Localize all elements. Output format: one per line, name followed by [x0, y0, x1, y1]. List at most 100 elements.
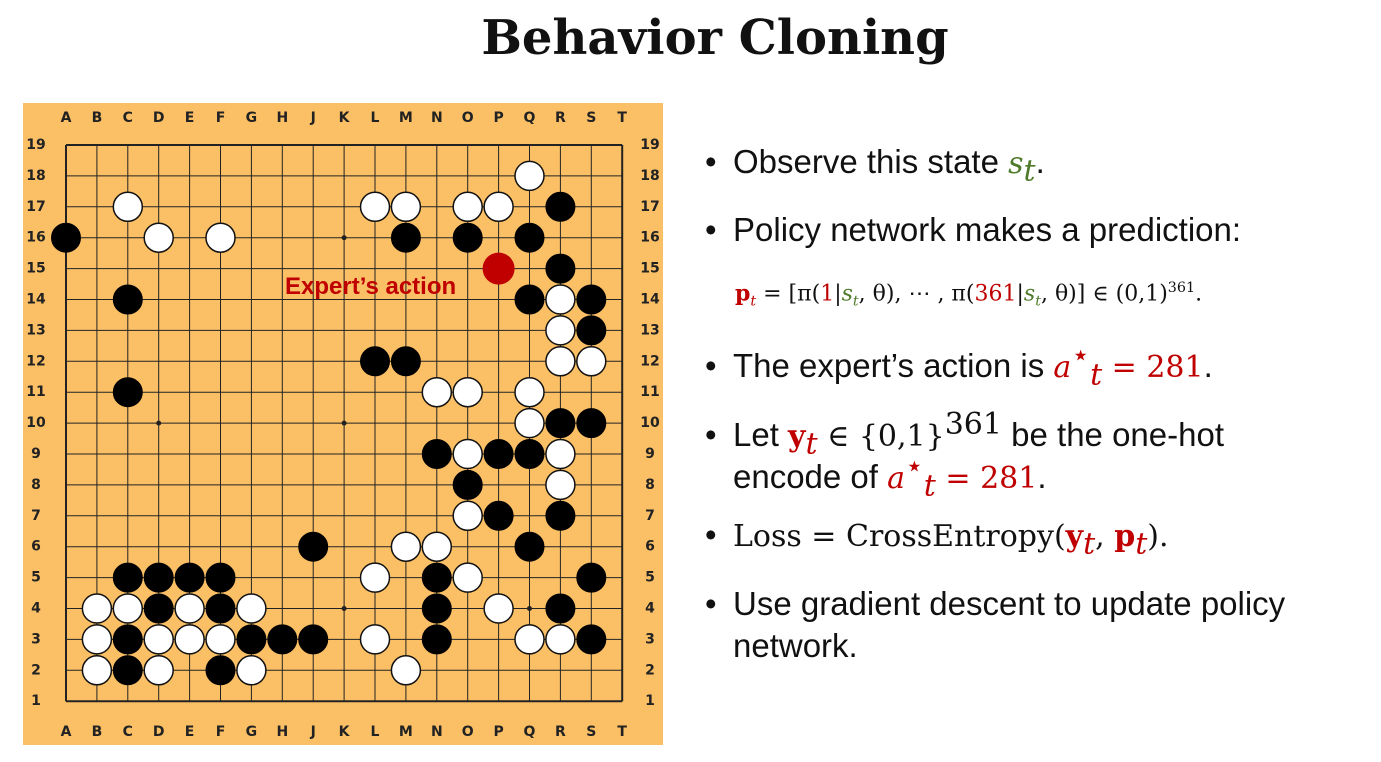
black-stone: [514, 439, 545, 469]
black-stone: [545, 191, 576, 222]
formula-bar2: |: [1016, 281, 1024, 307]
white-stone: [452, 376, 483, 408]
black-stone: [267, 624, 298, 655]
bullet-gradient-line1: •Use gradient descent to update policy: [705, 585, 1286, 622]
state-subscript: t: [1023, 153, 1036, 189]
column-label-bottom: A: [61, 724, 72, 740]
black-stone: [51, 222, 81, 253]
white-stone: [545, 315, 576, 346]
column-label-bottom: F: [216, 724, 226, 740]
star-point: [156, 420, 162, 426]
row-label-right: 2: [645, 662, 655, 678]
bullet-text: The expert’s action is: [733, 347, 1054, 384]
black-stone: [514, 531, 545, 562]
black-stone: [360, 346, 390, 377]
white-stone: [452, 500, 483, 532]
bullet-text: Use gradient descent to update policy: [733, 585, 1286, 622]
action-subscript: t: [1090, 357, 1103, 393]
white-stone: [545, 624, 576, 655]
column-label-top: K: [339, 110, 351, 126]
black-stone: [421, 439, 452, 469]
white-stone: [236, 655, 267, 686]
bullet-text: Policy network makes a prediction:: [733, 211, 1242, 248]
black-stone: [421, 593, 452, 624]
column-label-bottom: O: [462, 724, 474, 740]
black-stone: [514, 284, 545, 315]
black-stone: [452, 469, 483, 500]
column-label-bottom: T: [617, 724, 627, 740]
black-stone: [545, 408, 576, 439]
row-label-right: 6: [645, 539, 655, 555]
formula-exponent: 361: [1167, 280, 1196, 296]
row-label-right: 7: [645, 508, 655, 524]
row-label-left: 19: [26, 137, 45, 153]
black-stone: [576, 562, 607, 593]
column-label-top: T: [617, 110, 627, 126]
column-label-bottom: N: [431, 724, 443, 740]
bullet-expert-action: •The expert’s action is a⋆t = 281.: [705, 338, 1213, 393]
row-label-right: 1: [645, 693, 655, 709]
column-label-top: B: [92, 110, 103, 126]
action-subscript-2: t: [923, 468, 936, 504]
bullet-gradient-line2: network.: [733, 627, 858, 664]
white-stone: [452, 191, 483, 223]
black-stone: [421, 624, 452, 655]
column-label-top: H: [276, 110, 288, 126]
row-label-right: 15: [640, 261, 659, 277]
white-stone: [421, 531, 453, 562]
row-label-left: 8: [31, 477, 41, 493]
black-stone: [576, 284, 607, 315]
loss-y: y: [1065, 519, 1084, 554]
row-label-right: 14: [640, 292, 660, 308]
bullet-loss: •Loss = CrossEntropy(yt, pt).: [705, 516, 1169, 562]
column-label-bottom: K: [339, 724, 351, 740]
row-label-right: 8: [645, 477, 655, 493]
column-label-bottom: M: [399, 724, 413, 740]
white-stone: [81, 593, 113, 624]
white-stone: [81, 655, 113, 686]
white-stone: [545, 284, 576, 315]
white-stone: [483, 191, 514, 223]
formula-p-subscript: t: [750, 293, 757, 310]
bullet-text: .: [1037, 458, 1047, 495]
black-stone: [298, 624, 329, 655]
black-stone: [112, 624, 143, 655]
bullet-text: be the one-hot: [1001, 416, 1224, 453]
column-label-top: F: [216, 110, 226, 126]
expert-action-label: Expert’s action: [285, 273, 457, 300]
row-label-left: 12: [26, 353, 45, 369]
row-label-right: 5: [645, 570, 655, 586]
white-stone: [359, 562, 391, 593]
formula-n1: 1: [820, 281, 835, 307]
white-stone: [359, 624, 391, 655]
column-label-bottom: B: [92, 724, 103, 740]
action-star: ⋆: [1071, 338, 1091, 373]
white-stone: [81, 624, 113, 655]
row-label-right: 16: [640, 230, 659, 246]
row-label-left: 15: [26, 261, 45, 277]
bullet-text: Observe this state: [733, 143, 1009, 180]
set-notation: ∈ {0,1}: [817, 419, 945, 454]
column-label-bottom: J: [310, 724, 316, 740]
black-stone: [483, 500, 514, 531]
white-stone: [514, 624, 545, 655]
column-label-bottom: E: [185, 724, 195, 740]
column-label-top: S: [586, 110, 596, 126]
white-stone: [174, 624, 205, 655]
black-stone: [174, 562, 205, 593]
row-label-left: 2: [31, 662, 41, 678]
row-label-right: 9: [645, 446, 655, 462]
bullet-text: .: [1203, 347, 1213, 384]
black-stone: [576, 624, 607, 655]
row-label-right: 11: [640, 384, 659, 400]
y-variable: y: [788, 419, 806, 454]
black-stone: [483, 439, 514, 469]
row-label-right: 18: [640, 168, 659, 184]
row-label-right: 17: [640, 199, 659, 215]
loss-p-subscript: t: [1135, 526, 1148, 562]
black-stone: [143, 593, 174, 624]
formula-theta: , θ), ⋯ , π(: [858, 281, 975, 307]
loss-pre: Loss = CrossEntropy(: [733, 519, 1066, 554]
column-label-top: C: [123, 110, 133, 126]
row-label-left: 6: [31, 539, 41, 555]
